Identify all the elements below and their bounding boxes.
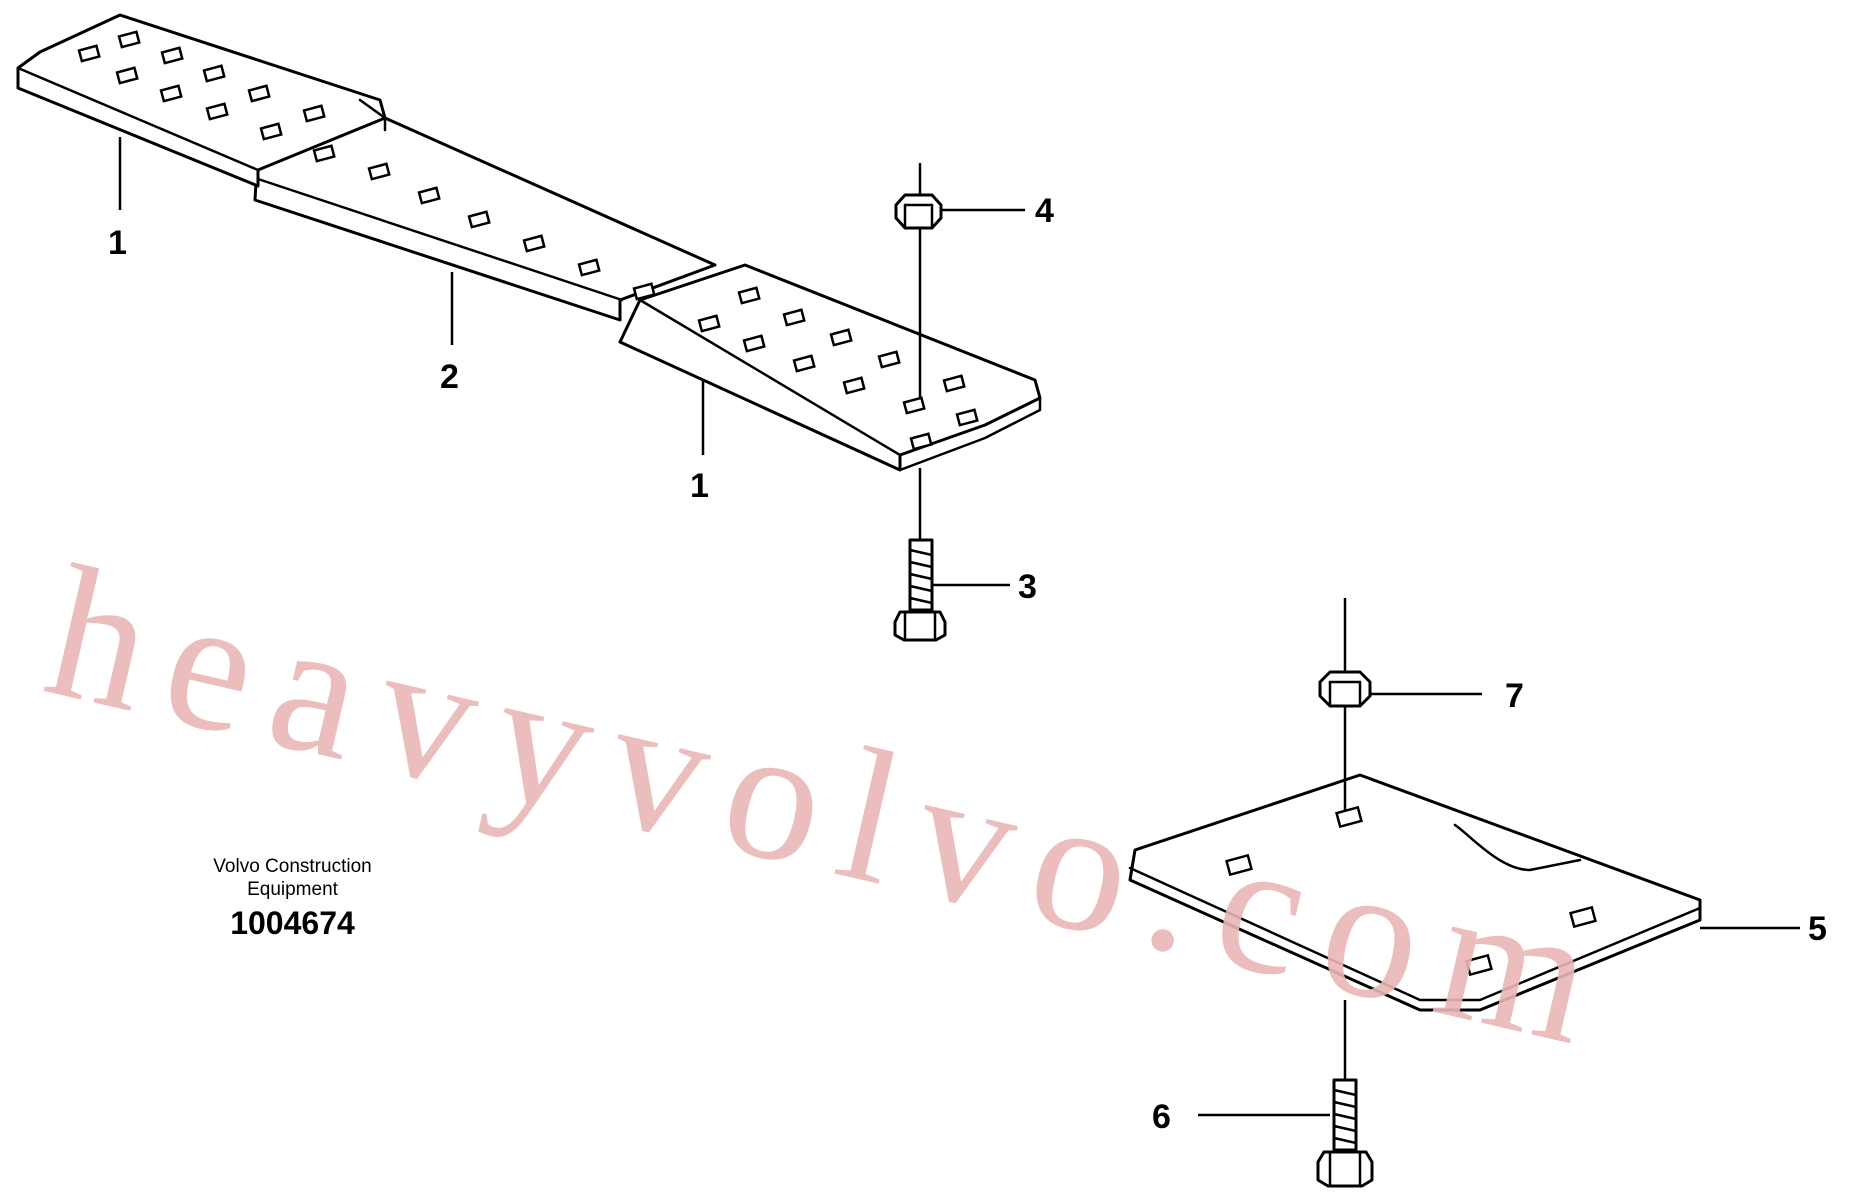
drawing-caption: Volvo Construction Equipment 1004674: [170, 855, 415, 943]
callout-2: 2: [440, 358, 459, 396]
callout-leaders: [118, 137, 1800, 1117]
company-name-line2: Equipment: [247, 879, 338, 900]
bolt-3: [893, 468, 947, 642]
callout-1-left: 1: [108, 224, 127, 262]
track-pad-assembly: [16, 13, 1042, 472]
right-end-plate: [618, 263, 1042, 472]
callout-1-right: 1: [690, 467, 709, 505]
callout-7: 7: [1505, 677, 1524, 715]
callout-6: 6: [1152, 1098, 1171, 1136]
bolt-6: [1316, 1000, 1374, 1188]
drawing-number: 1004674: [230, 905, 355, 941]
left-end-plate: [16, 13, 387, 188]
company-name-line1: Volvo Construction: [213, 856, 372, 877]
callout-numbers: 1 2 1 4 3 7 5 6: [108, 192, 1827, 1136]
hex-nut-4: [894, 163, 943, 398]
callout-5: 5: [1808, 910, 1827, 948]
hex-nut-7: [1318, 598, 1372, 810]
pad-holes: [77, 30, 979, 451]
callout-4: 4: [1035, 192, 1054, 230]
callout-3: 3: [1018, 568, 1037, 606]
base-plate-5: [1128, 773, 1702, 1012]
